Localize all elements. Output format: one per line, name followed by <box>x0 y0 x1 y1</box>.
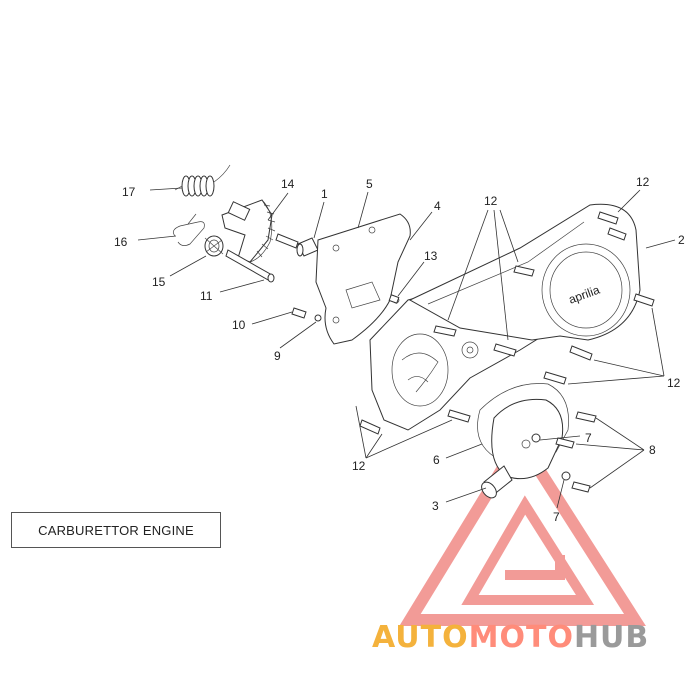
part-1-bush <box>275 233 319 257</box>
callout-12-top: 12 <box>484 194 498 208</box>
callout-1: 1 <box>321 187 328 201</box>
part-3-pump-cover <box>481 398 564 499</box>
part-9-10-small-parts <box>291 307 322 322</box>
part-13-dowel <box>388 294 400 304</box>
callout-12-upper-right: 12 <box>636 175 650 189</box>
callout-3: 3 <box>432 499 439 513</box>
callout-4: 4 <box>434 199 441 213</box>
callout-12-right: 12 <box>667 376 681 390</box>
callout-7-lower: 7 <box>553 510 560 524</box>
callout-12-bottom-left: 12 <box>352 459 366 473</box>
part-7-washers <box>531 433 571 481</box>
callout-9: 9 <box>274 349 281 363</box>
callout-15: 15 <box>152 275 166 289</box>
callout-numbers: 17 14 1 5 4 12 12 2 13 16 15 11 10 9 12 … <box>114 175 685 524</box>
part-16-clip <box>173 213 205 246</box>
watermark-text: AUTOMOTOHUB <box>372 620 649 655</box>
callout-6: 6 <box>433 453 440 467</box>
callout-14: 14 <box>281 177 295 191</box>
engine-type-label: CARBURETTOR ENGINE <box>11 512 221 548</box>
part-15-gear <box>204 235 224 257</box>
leader-lines <box>137 187 676 509</box>
callout-2: 2 <box>678 233 685 247</box>
callout-8: 8 <box>649 443 656 457</box>
watermark-part-hub: HUB <box>573 620 650 655</box>
part-17-spring <box>174 164 231 197</box>
part-8-screws <box>555 411 597 493</box>
part-12-bolts <box>359 211 655 435</box>
callout-5: 5 <box>366 177 373 191</box>
callout-13: 13 <box>424 249 438 263</box>
callout-11: 11 <box>200 289 213 303</box>
watermark-part-auto: AUTO <box>372 620 469 655</box>
callout-10: 10 <box>232 318 246 332</box>
callout-7-upper: 7 <box>585 431 592 445</box>
watermark-part-moto: MOTO <box>468 620 574 655</box>
watermark-logo-icon <box>399 428 646 626</box>
callout-17: 17 <box>122 185 136 199</box>
part-5-gasket <box>315 213 411 345</box>
callout-16: 16 <box>114 235 128 249</box>
part-14-kick-sector <box>221 199 276 263</box>
part-11-shaft <box>225 249 275 283</box>
